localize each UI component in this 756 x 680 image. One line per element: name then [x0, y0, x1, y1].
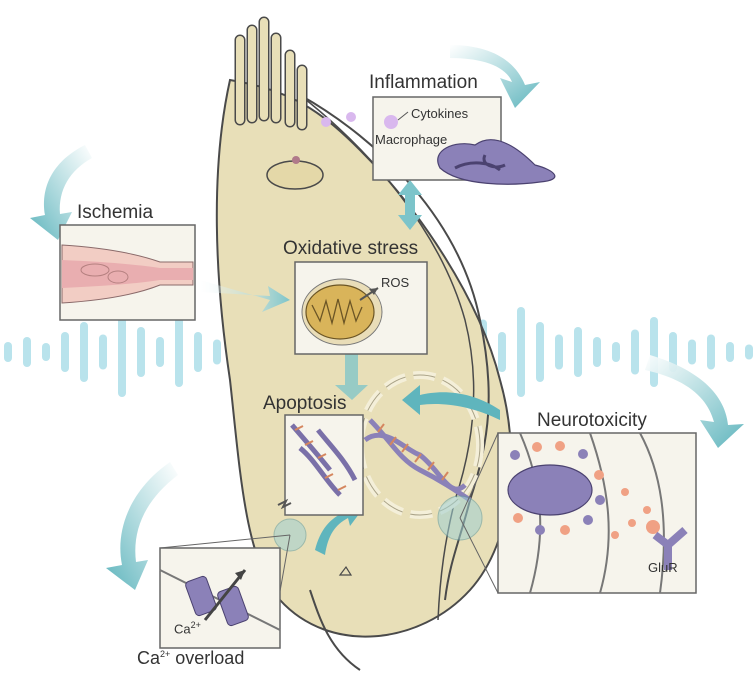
wave-bar	[194, 332, 202, 372]
wave-bar	[156, 337, 164, 367]
dna-helix	[363, 418, 472, 503]
glur-label: GluR	[648, 560, 678, 575]
ros-label: ROS	[381, 275, 410, 290]
wave-bar	[137, 327, 145, 377]
neurotoxicity-title: Neurotoxicity	[537, 410, 647, 431]
wave-bar	[707, 334, 715, 370]
wave-bar	[745, 344, 753, 360]
oxidative-panel	[294, 261, 428, 355]
wave-bar	[669, 332, 677, 372]
macrophage-label: Macrophage	[375, 132, 448, 147]
wave-bar	[536, 322, 544, 382]
wave-bar	[574, 327, 582, 377]
wave-bar	[42, 343, 50, 361]
wave-bar	[517, 307, 525, 397]
oxidative-title: Oxidative stress	[283, 238, 419, 259]
wave-bar	[23, 337, 31, 367]
wave-bar	[118, 307, 126, 397]
apoptosis-title: Apoptosis	[263, 393, 347, 414]
wave-bar	[498, 332, 506, 372]
inflammation-panel	[372, 96, 556, 185]
wave-bar	[631, 329, 639, 375]
flow-arrows	[200, 180, 500, 555]
wave-bar	[175, 317, 183, 387]
outer-arrows	[30, 45, 744, 590]
calcium-overload-title: Ca2+ overload	[137, 648, 245, 668]
calcium-panel	[159, 547, 281, 649]
wave-bar	[612, 342, 620, 362]
apoptosis-panel	[284, 414, 364, 516]
wave-bar	[61, 332, 69, 372]
zoom-callouts	[159, 432, 499, 598]
wave-bar	[555, 334, 563, 370]
wave-bar	[99, 334, 107, 370]
inflammation-title: Inflammation	[369, 72, 478, 93]
wave-bar	[80, 322, 88, 382]
ischemia-title: Ischemia	[77, 202, 154, 223]
cytokines-label: Cytokines	[411, 106, 469, 121]
ischemia-panel	[59, 224, 196, 321]
wave-bar	[593, 337, 601, 367]
wave-bar	[213, 339, 221, 365]
neurotoxicity-panel	[497, 432, 697, 594]
wave-bar	[688, 339, 696, 365]
calcium-ion-label: Ca2+	[174, 620, 201, 637]
wave-bar	[726, 342, 734, 362]
wave-bar	[650, 317, 658, 387]
wave-bar	[4, 342, 12, 362]
